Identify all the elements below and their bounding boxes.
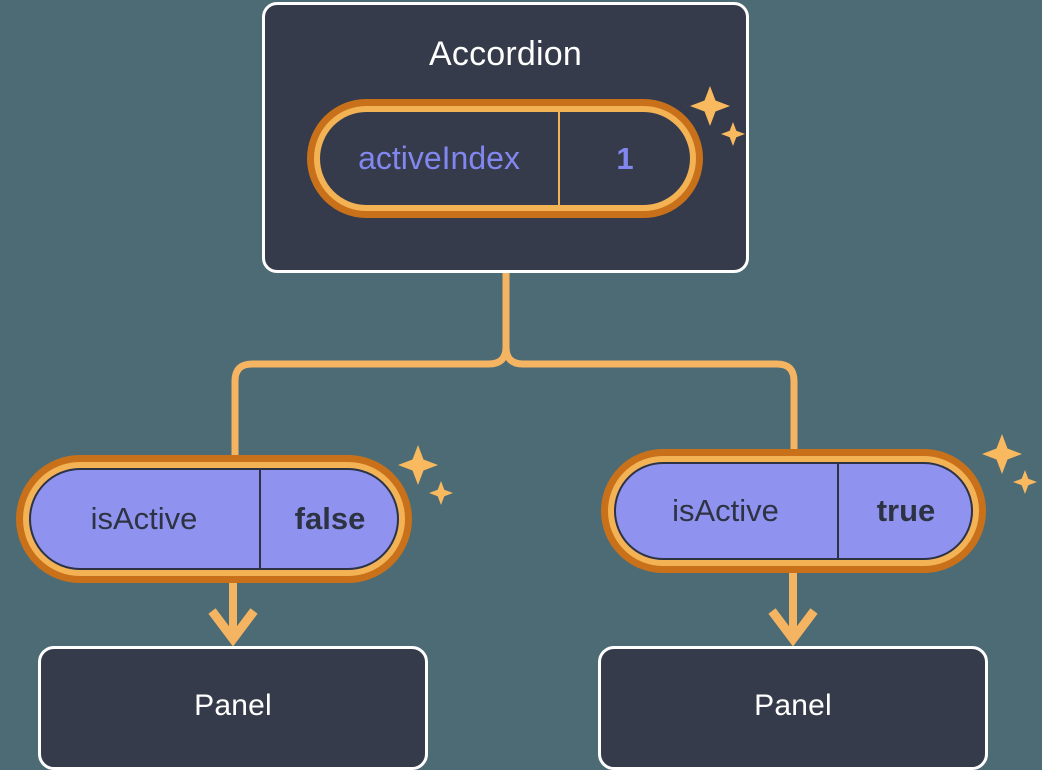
connector-to-left-branch: [231, 269, 510, 460]
accordion-card-title: Accordion: [429, 35, 582, 73]
prop-pill-inner: isActive true: [614, 462, 973, 560]
panel-right-title: Panel: [754, 689, 832, 722]
panel-left[interactable]: Panel: [38, 646, 428, 770]
panel-right[interactable]: Panel: [598, 646, 988, 770]
prop-pill-value: true: [837, 462, 973, 560]
prop-pill-is-active-false[interactable]: isActive false: [16, 455, 412, 583]
connector-to-right-branch: [502, 269, 798, 454]
state-pill-inner: activeIndex 1: [320, 112, 690, 205]
prop-pill-key: isActive: [672, 493, 779, 528]
prop-pill-inner: isActive false: [29, 468, 399, 570]
state-pill-key: activeIndex: [358, 140, 520, 176]
prop-pill-is-active-true[interactable]: isActive true: [601, 449, 986, 573]
sparkle-icon-right: [982, 434, 1037, 494]
arrow-down-icon-left: [208, 608, 258, 647]
arrow-down-icon-right: [768, 608, 818, 647]
panel-left-title: Panel: [194, 689, 272, 722]
prop-pill-value: false: [259, 468, 399, 570]
prop-pill-key: isActive: [90, 501, 198, 536]
state-pill-active-index[interactable]: activeIndex 1: [307, 99, 703, 218]
state-pill-value: 1: [558, 112, 690, 205]
